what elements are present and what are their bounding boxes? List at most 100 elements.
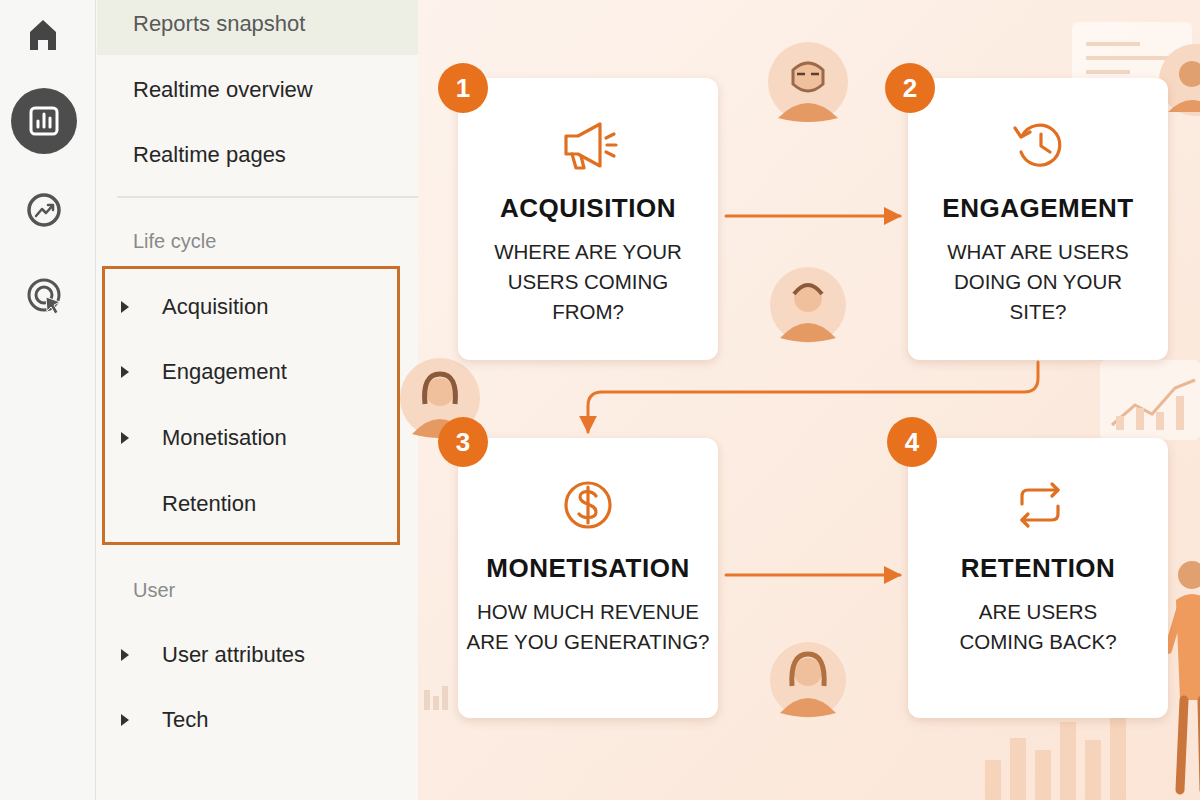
card-question: ARE USERS COMING BACK? <box>942 597 1134 657</box>
step-card: MONETISATIONHOW MUCH REVENUE ARE YOU GEN… <box>458 438 718 718</box>
expand-triangle <box>121 432 129 444</box>
repeat-arrow-bottom <box>1022 506 1058 520</box>
flow-arrow <box>726 574 900 577</box>
section-heading: User <box>133 577 175 603</box>
step-badge: 2 <box>885 63 935 113</box>
step-number: 4 <box>887 417 937 467</box>
avatar-head <box>794 284 822 312</box>
person-figure <box>1168 561 1200 790</box>
chart-bar <box>424 690 430 710</box>
expand-triangle <box>121 649 129 661</box>
explore-icon-ring <box>29 195 59 225</box>
highlight-box: AcquisitionEngagementMonetisationRetenti… <box>102 266 400 545</box>
card-title: MONETISATION <box>458 553 718 583</box>
megaphone-handle <box>572 154 584 168</box>
avatar <box>770 642 846 718</box>
chart-bar <box>985 760 1001 800</box>
menu-item: Realtime overview <box>133 77 313 103</box>
selected-menu-item: Reports snapshot <box>97 0 418 55</box>
rail-border <box>95 0 96 800</box>
avatar-glasses <box>797 73 819 76</box>
avatar-head <box>793 61 823 91</box>
card-question: WHERE ARE YOUR USERS COMING FROM? <box>477 237 699 327</box>
home-icon <box>30 20 56 50</box>
step-number: 2 <box>885 63 935 113</box>
faded-panel <box>1100 360 1200 440</box>
icon-rail <box>0 0 96 800</box>
chart-bar <box>1010 738 1026 800</box>
avatar-body <box>1168 100 1200 112</box>
avatar-body <box>780 698 836 717</box>
clock-hands <box>1041 134 1050 152</box>
card-title: ENGAGEMENT <box>908 193 1168 223</box>
avatar-head <box>794 658 822 686</box>
flow-arrow <box>588 362 1038 432</box>
avatar <box>770 267 846 343</box>
menu-item: Reports snapshot <box>133 11 305 37</box>
person-legs <box>1180 700 1200 790</box>
dollar-icon <box>566 483 610 527</box>
avatar <box>768 42 848 122</box>
avatar-head <box>1179 61 1200 87</box>
card-question: WHAT ARE USERS DOING ON YOUR SITE? <box>927 237 1149 327</box>
person-head <box>1178 561 1200 589</box>
dollar-sign <box>579 492 596 518</box>
faded-panel-lines <box>1086 44 1170 72</box>
step-badge: 3 <box>438 417 488 467</box>
history-arrow <box>1015 128 1030 137</box>
menu-item: Retention <box>162 491 256 517</box>
expand-triangle <box>121 714 129 726</box>
menu-panel <box>96 0 418 800</box>
reports-icon-bars <box>38 114 50 127</box>
menu-item: Monetisation <box>162 425 287 451</box>
step-badge: 1 <box>438 63 488 113</box>
avatar-body <box>780 323 836 342</box>
expand-triangle <box>121 301 129 313</box>
explore-icon-trend <box>36 205 53 216</box>
step-number: 3 <box>438 417 488 467</box>
history-arc <box>1021 125 1060 165</box>
dollar-ring <box>566 483 610 527</box>
history-icon <box>1015 125 1060 165</box>
avatar-head <box>426 378 454 406</box>
faded-bar-chart <box>985 715 1126 800</box>
avatar-circle <box>770 267 846 343</box>
reports-icon-frame <box>31 108 57 134</box>
chart-bar <box>1085 740 1101 800</box>
megaphone-sound <box>606 134 616 156</box>
reports-icon-circle <box>11 88 77 154</box>
menu-item: Acquisition <box>162 294 268 320</box>
expand-triangle <box>121 366 129 378</box>
avatar-circle <box>768 42 848 122</box>
step-card: RETENTIONARE USERS COMING BACK?4 <box>908 438 1168 718</box>
chart-bar <box>1035 750 1051 800</box>
repeat-head-top <box>1052 484 1058 496</box>
dollar-stroke <box>586 487 589 523</box>
advertising-icon-cursor <box>46 297 60 314</box>
person-arm <box>1168 610 1180 650</box>
avatar-body <box>778 103 838 122</box>
megaphone-body <box>566 124 600 166</box>
menu-item: User attributes <box>162 642 305 668</box>
section-heading: Life cycle <box>133 228 216 254</box>
avatar-circle <box>770 642 846 718</box>
chart-bar <box>1110 715 1126 800</box>
faded-bar-chart <box>424 686 448 710</box>
repeat-head-bottom <box>1022 514 1028 526</box>
card-title: ACQUISITION <box>458 193 718 223</box>
illustration-background <box>418 0 1200 800</box>
menu-divider <box>117 196 418 198</box>
repeat-arrow-top <box>1022 490 1058 504</box>
chart-bar <box>1060 722 1076 800</box>
avatar-hair <box>794 285 822 294</box>
step-badge: 4 <box>887 417 937 467</box>
repeat-icon <box>1022 484 1058 526</box>
flow-arrow <box>726 215 900 218</box>
avatar-beard <box>793 63 823 91</box>
chart-bar <box>442 686 448 710</box>
faded-bar-chart <box>1120 396 1180 430</box>
step-card: ACQUISITION WHERE ARE YOUR USERS COMING F… <box>458 78 718 360</box>
avatar-hair <box>792 654 824 686</box>
